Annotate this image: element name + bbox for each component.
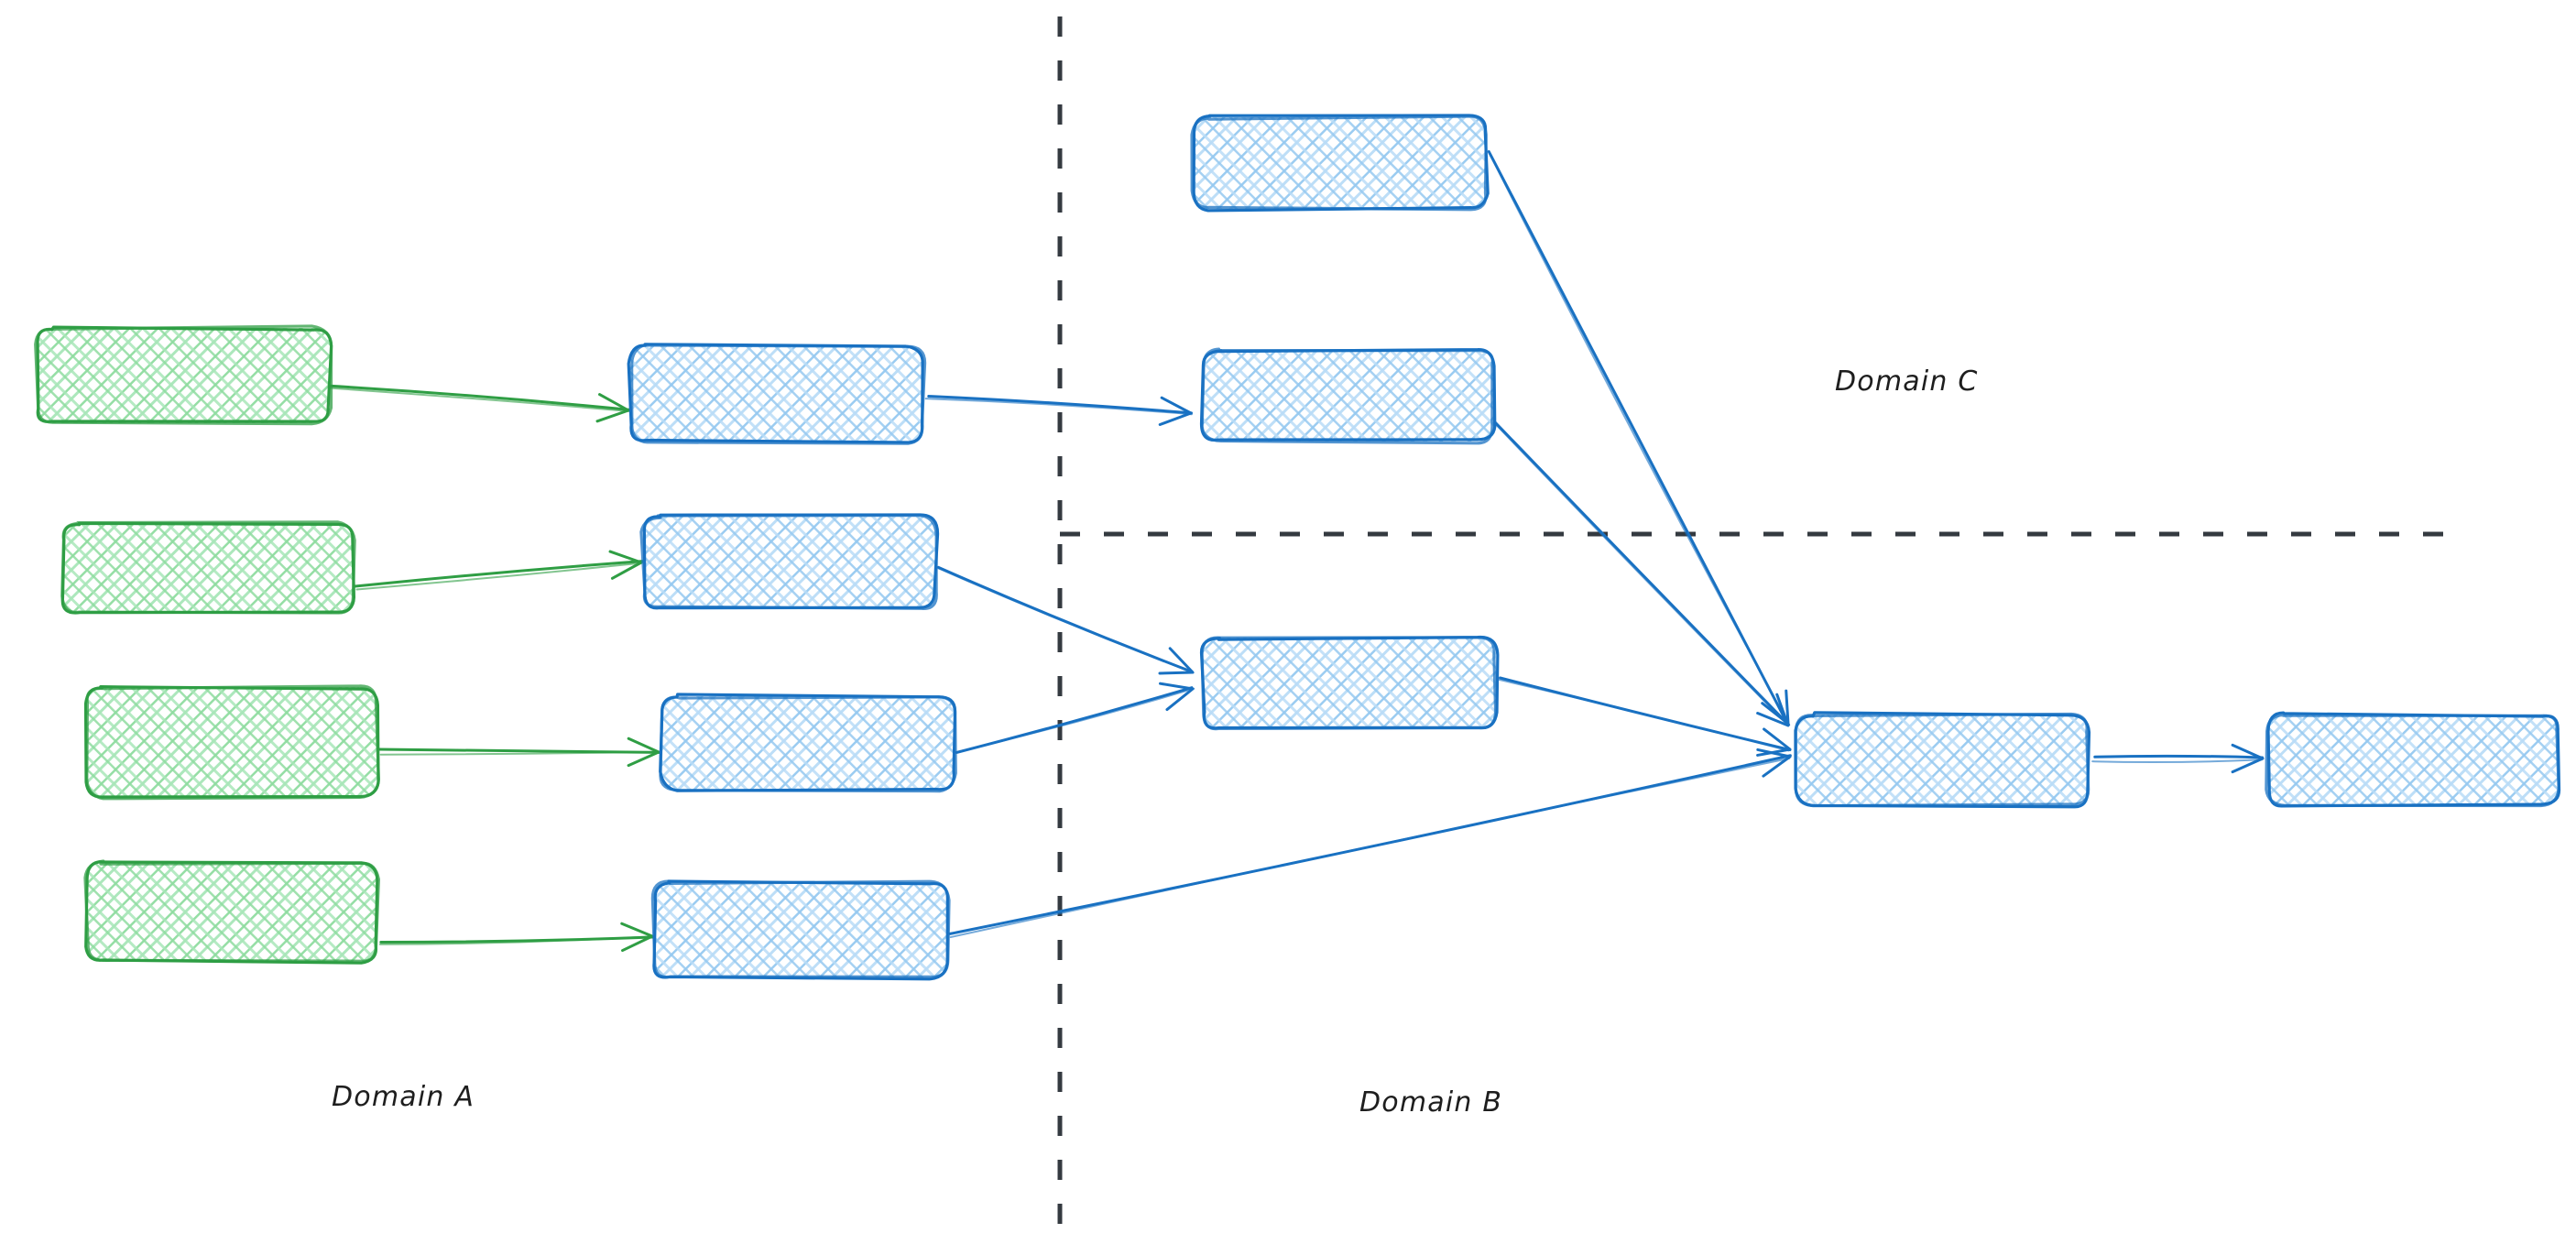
edge-line: [1487, 150, 1790, 726]
edge-arrowhead: [2231, 743, 2265, 774]
edge-b3-c3[interactable]: [954, 682, 1195, 754]
edge-line: [329, 387, 630, 412]
edge-c2-d1[interactable]: [1492, 420, 1791, 727]
domain-label-domain-b: Domain B: [1359, 1086, 1502, 1119]
node-fill: [37, 328, 330, 423]
edge-a4-b4[interactable]: [378, 922, 654, 953]
node-fill: [1193, 117, 1486, 209]
edge-arrowhead: [1158, 682, 1195, 712]
edge-c1-d1[interactable]: [1487, 149, 1790, 726]
node-c1[interactable]: [1190, 114, 1490, 213]
edge-d1-e1[interactable]: [2091, 743, 2265, 774]
node-b4[interactable]: [650, 879, 951, 981]
edge-line: [927, 395, 1193, 415]
node-outline: [85, 684, 380, 801]
node-outline: [650, 879, 951, 979]
dividers-layer: [1057, 16, 2464, 1241]
edge-line: [378, 935, 654, 945]
node-b2[interactable]: [639, 513, 940, 610]
edge-c3-d1[interactable]: [1497, 676, 1792, 757]
edge-arrowhead: [627, 737, 660, 768]
edge-arrowhead: [1756, 693, 1790, 727]
node-outline: [630, 343, 927, 445]
edge-arrowhead: [595, 393, 630, 423]
node-outline: [1190, 115, 1488, 212]
edge-line: [936, 565, 1194, 673]
edges-layer: [328, 149, 2265, 953]
domain-label-domain-c: Domain C: [1835, 366, 1979, 398]
edge-a3-b3[interactable]: [377, 737, 661, 768]
node-fill: [643, 517, 936, 608]
node-fill: [62, 524, 354, 614]
node-a4[interactable]: [83, 859, 380, 965]
edge-b2-c3[interactable]: [936, 565, 1195, 675]
edge-arrowhead: [1756, 727, 1792, 757]
nodes-layer: [34, 114, 2561, 981]
edge-line: [1492, 420, 1789, 726]
edge-line: [355, 562, 644, 591]
edge-line: [924, 398, 1193, 416]
node-d1[interactable]: [1794, 711, 2091, 809]
edge-line: [354, 560, 644, 588]
edge-line: [379, 750, 661, 756]
node-outline: [627, 343, 924, 444]
edge-line: [2093, 754, 2265, 759]
node-fill: [661, 696, 955, 790]
node-outline: [2265, 714, 2560, 808]
edge-b1-c2[interactable]: [924, 395, 1193, 426]
node-fill: [1797, 715, 2089, 806]
edge-line: [2091, 758, 2264, 763]
node-a3[interactable]: [83, 684, 380, 801]
edge-line: [937, 567, 1195, 674]
node-b1[interactable]: [627, 343, 927, 445]
edge-line: [949, 757, 1791, 939]
edge-arrowhead: [1158, 396, 1193, 426]
node-c2[interactable]: [1199, 347, 1497, 445]
node-b3[interactable]: [659, 693, 957, 793]
edge-line: [1493, 420, 1791, 726]
node-fill: [1203, 350, 1494, 442]
edge-arrowhead: [608, 550, 643, 580]
node-fill: [86, 863, 377, 962]
node-outline: [83, 859, 380, 963]
edge-a2-b2[interactable]: [354, 550, 644, 591]
node-fill: [654, 883, 947, 978]
node-fill: [630, 346, 923, 442]
node-outline: [1200, 347, 1494, 445]
node-fill: [1203, 638, 1496, 729]
node-e1[interactable]: [2265, 711, 2561, 808]
node-outline: [60, 520, 356, 615]
node-outline: [639, 513, 938, 610]
node-c3[interactable]: [1199, 635, 1500, 731]
edge-line: [954, 687, 1195, 754]
edge-line: [1497, 678, 1790, 752]
node-outline: [34, 324, 333, 426]
edge-b4-d1[interactable]: [948, 748, 1792, 939]
domain-label-domain-a: Domain A: [332, 1081, 475, 1113]
node-fill: [2268, 715, 2558, 806]
edge-a1-b1[interactable]: [328, 384, 630, 423]
node-fill: [86, 687, 377, 797]
edge-arrowhead: [1158, 647, 1195, 675]
node-outline: [1200, 636, 1498, 731]
edge-line: [328, 384, 630, 411]
edge-line: [948, 754, 1792, 935]
node-a2[interactable]: [60, 520, 356, 615]
node-a1[interactable]: [34, 324, 333, 426]
edge-arrowhead: [620, 922, 654, 953]
node-outline: [1794, 712, 2090, 808]
domain-labels-layer: Domain A Domain B Domain C: [332, 366, 1979, 1119]
node-outline: [659, 695, 957, 793]
